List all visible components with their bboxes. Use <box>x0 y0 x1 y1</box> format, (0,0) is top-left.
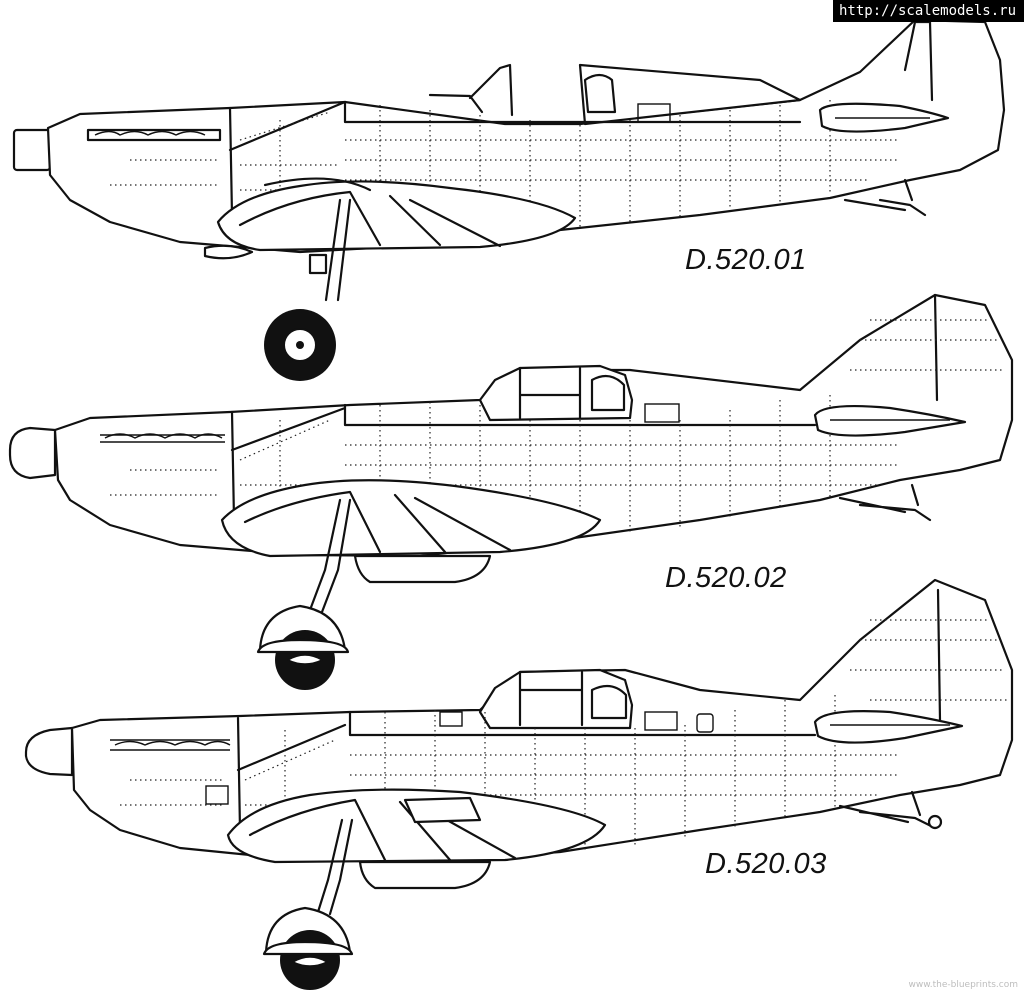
tail-wheel-strut <box>838 496 932 522</box>
aircraft-label-3: D.520.03 <box>705 848 827 880</box>
aircraft-label-1: D.520.01 <box>685 244 807 276</box>
spinner <box>24 726 74 777</box>
aircraft-label-2: D.520.02 <box>665 562 787 594</box>
radiator-bath <box>358 860 492 890</box>
rudder-line <box>903 20 934 102</box>
site-watermark: www.the-blueprints.com <box>908 980 1018 990</box>
aircraft-d520-02-side-view <box>8 293 1014 690</box>
exhaust-stacks <box>86 128 222 142</box>
aileron-line <box>388 194 502 248</box>
windscreen <box>468 63 514 117</box>
aircraft-d520-03-side-view <box>24 578 1014 990</box>
cockpit-hood <box>578 63 802 126</box>
rudder-line <box>936 588 942 722</box>
source-url-watermark: http://scalemodels.ru <box>833 0 1024 22</box>
horizontal-stabilizer <box>813 405 967 437</box>
spinner <box>8 426 57 480</box>
radiator-bath <box>353 554 492 584</box>
wing <box>220 479 602 558</box>
rudder-line <box>933 293 939 402</box>
cockpit-window <box>583 73 617 114</box>
tail-wheel-strut <box>838 804 937 830</box>
canopy <box>478 364 634 422</box>
main-gear-leg <box>308 498 352 614</box>
aircraft-d520-01-side-view <box>12 18 1006 381</box>
horizontal-stabilizer <box>813 710 964 744</box>
exhaust-stacks <box>104 433 223 439</box>
tail-wheel-strut <box>843 198 927 217</box>
propeller-hub-block <box>12 128 52 172</box>
aileron-line <box>393 493 512 554</box>
exhaust-stacks <box>114 740 231 746</box>
main-gear-leg <box>324 198 352 302</box>
canopy <box>478 668 634 730</box>
main-gear-leg <box>316 818 354 916</box>
